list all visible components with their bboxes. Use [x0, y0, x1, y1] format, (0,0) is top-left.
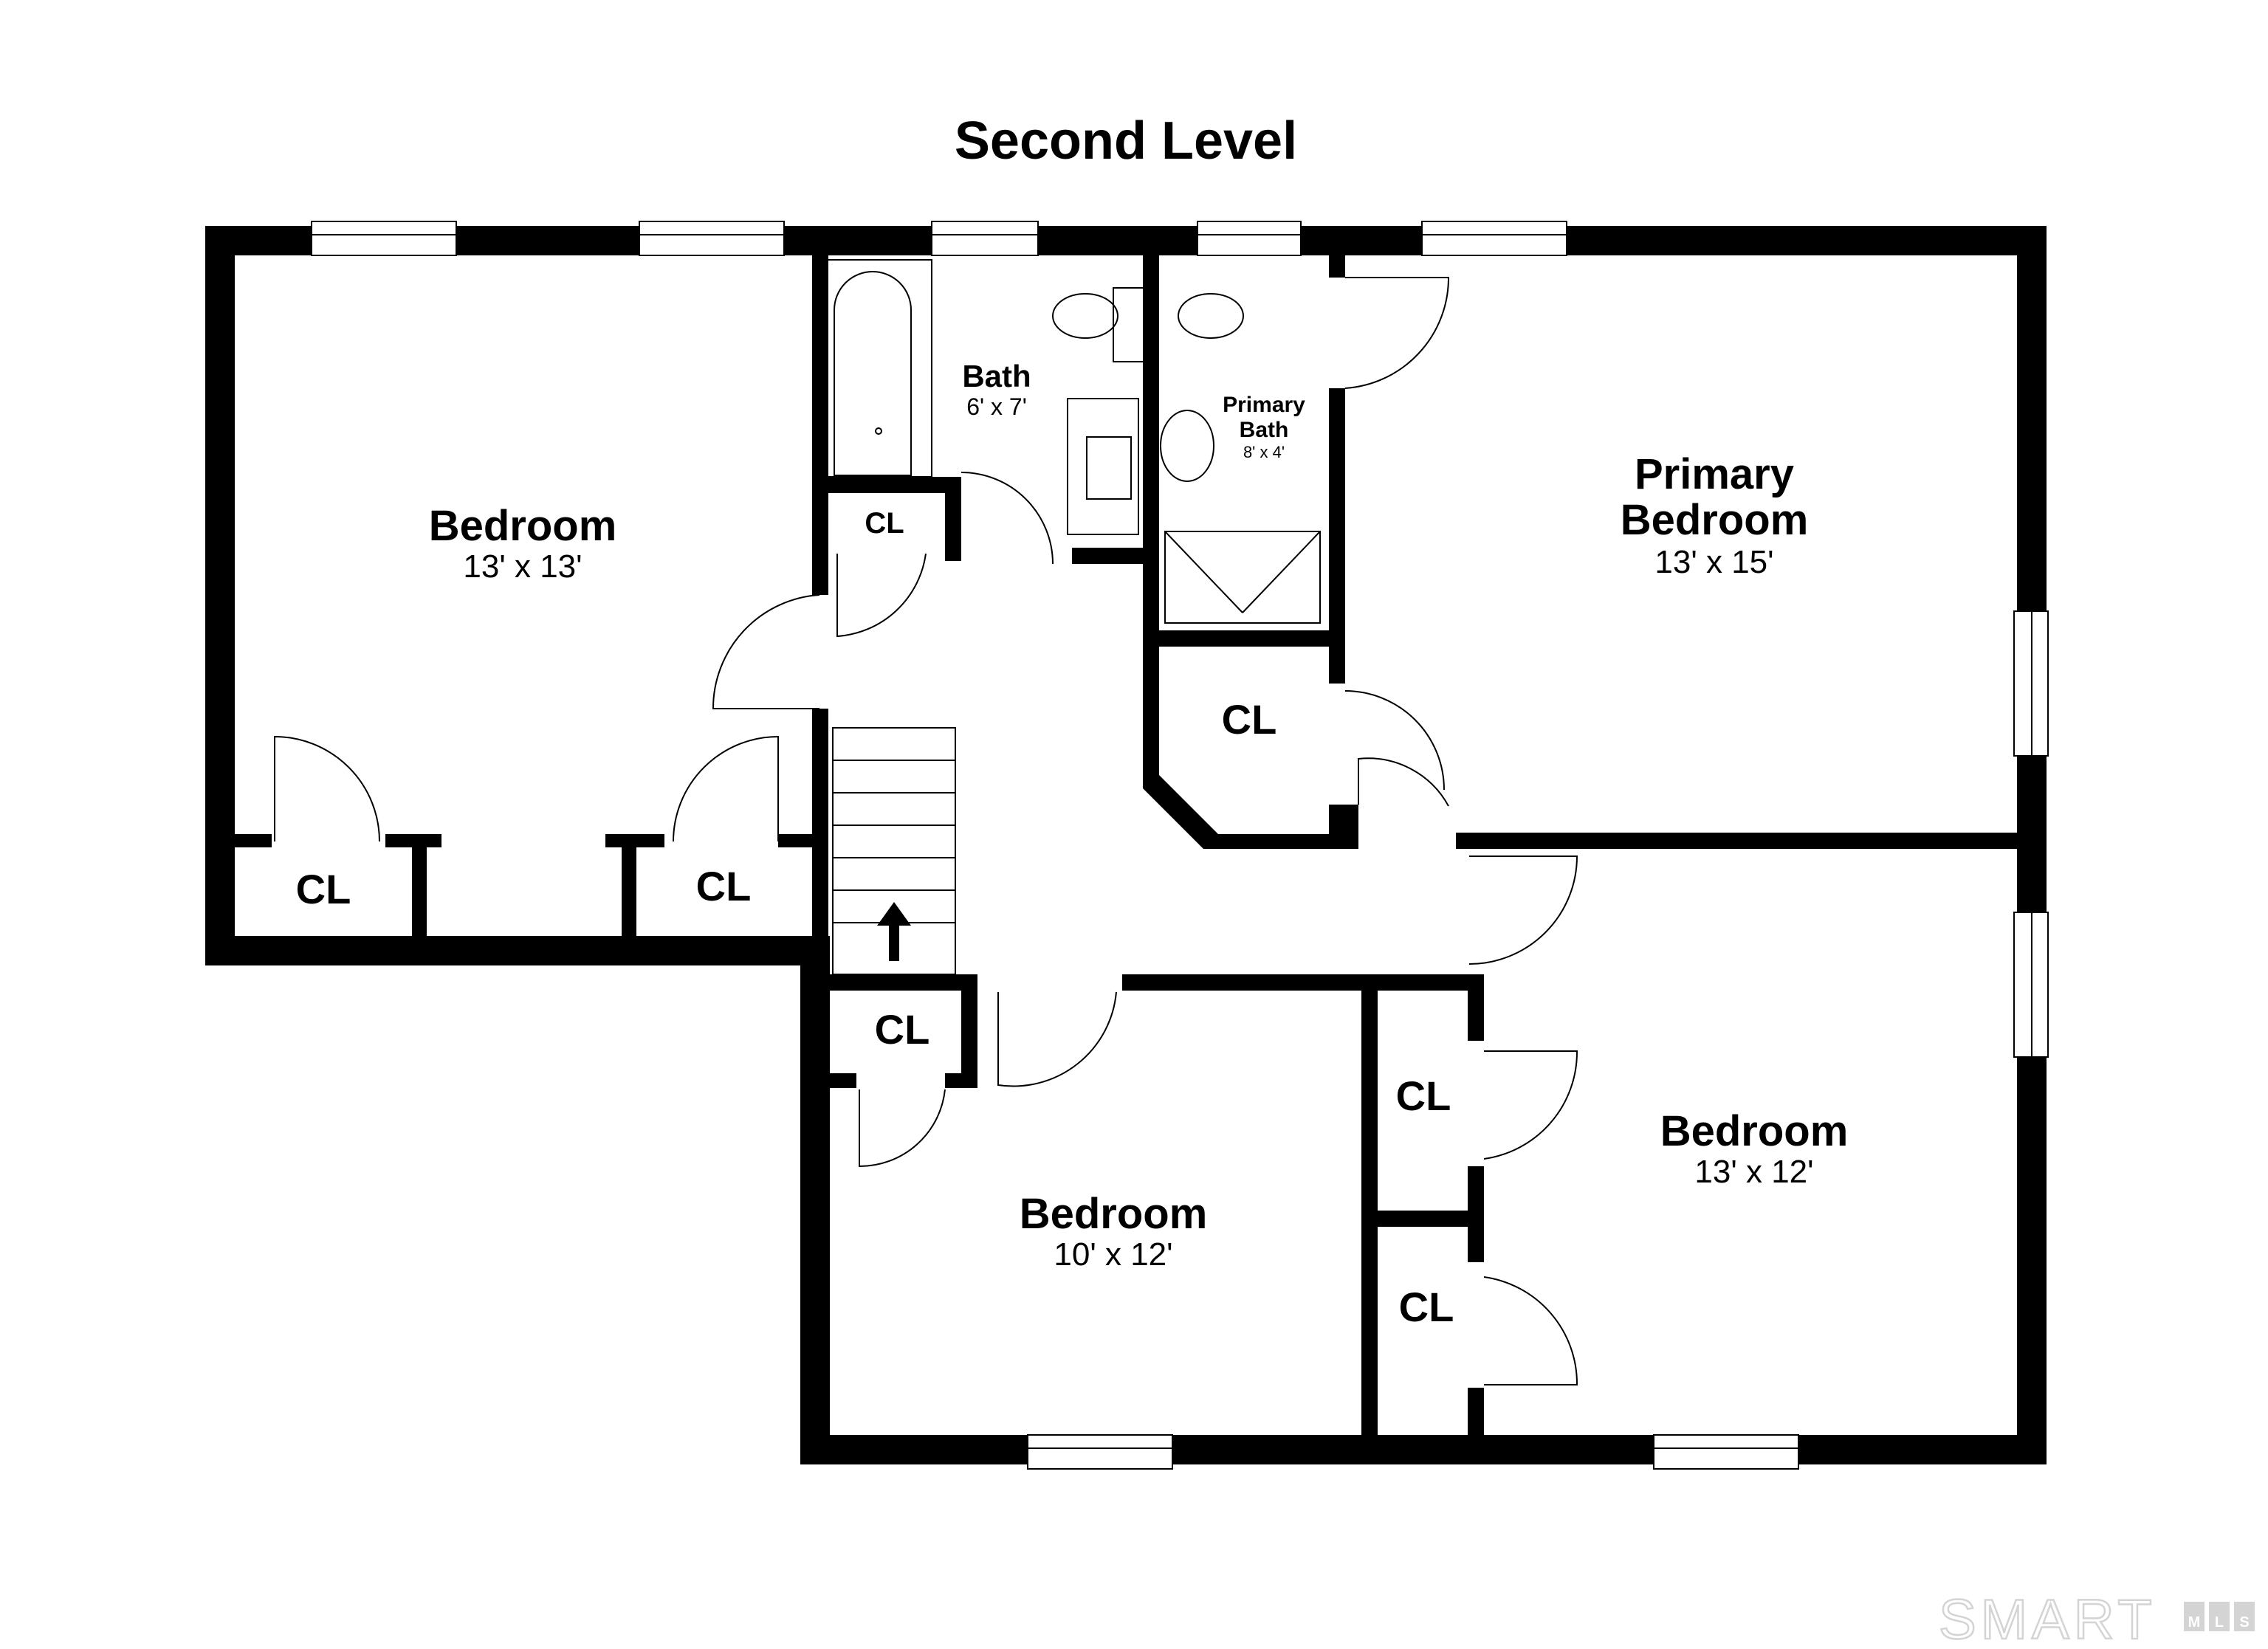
closet-label-bath: CL — [865, 507, 904, 540]
closet-label-nw-right: CL — [696, 863, 752, 909]
staircase — [832, 727, 956, 975]
room-name-line1: Primary — [1635, 450, 1794, 498]
room-bedroom-s: Bedroom 10' x 12' — [1020, 1190, 1208, 1273]
logo-letter-l: L — [2215, 1614, 2224, 1631]
room-bath: Bath 6' x 7' — [962, 359, 1031, 420]
closet-label-se-lower: CL — [1399, 1284, 1454, 1330]
room-dimensions: 10' x 12' — [1054, 1236, 1172, 1273]
room-dimensions: 6' x 7' — [966, 393, 1027, 420]
room-dimensions: 8' x 4' — [1243, 443, 1285, 461]
room-name: Bedroom — [429, 502, 617, 550]
room-name-line1: Primary — [1223, 393, 1305, 417]
doors — [274, 277, 1578, 1385]
room-primary-bedroom: Primary Bedroom 13' x 15' — [1621, 450, 1809, 580]
closet-label-se-upper: CL — [1396, 1073, 1451, 1119]
closet-label-primary: CL — [1222, 696, 1277, 743]
interior-walls — [235, 255, 2017, 1436]
room-primary-bath: Primary Bath 8' x 4' — [1223, 393, 1305, 461]
room-name: Bedroom — [1020, 1190, 1208, 1238]
closet-label-nw-left: CL — [296, 866, 351, 912]
room-bedroom-se: Bedroom 13' x 12' — [1660, 1107, 1849, 1190]
logo-letter-m: M — [2188, 1614, 2201, 1631]
room-name: Bath — [962, 359, 1031, 393]
smart-mls-logo: SMART M L S — [1938, 1588, 2255, 1649]
room-name-line2: Bath — [1240, 418, 1289, 442]
logo-wordmark: SMART — [1939, 1588, 2157, 1649]
closet-label-hall: CL — [875, 1006, 930, 1053]
room-name-line2: Bedroom — [1621, 496, 1809, 544]
exterior-walls — [205, 226, 2047, 1464]
logo-letter-s: S — [2239, 1614, 2249, 1631]
bath-fixtures — [823, 259, 1321, 624]
room-dimensions: 13' x 15' — [1654, 544, 1773, 580]
room-name: Bedroom — [1660, 1107, 1849, 1155]
room-dimensions: 13' x 13' — [463, 548, 582, 585]
room-dimensions: 13' x 12' — [1694, 1154, 1813, 1190]
plan-title: Second Level — [955, 111, 1297, 171]
room-bedroom-nw: Bedroom 13' x 13' — [429, 502, 617, 585]
stair-arrow-up-icon — [877, 902, 911, 961]
windows — [311, 221, 2049, 1470]
